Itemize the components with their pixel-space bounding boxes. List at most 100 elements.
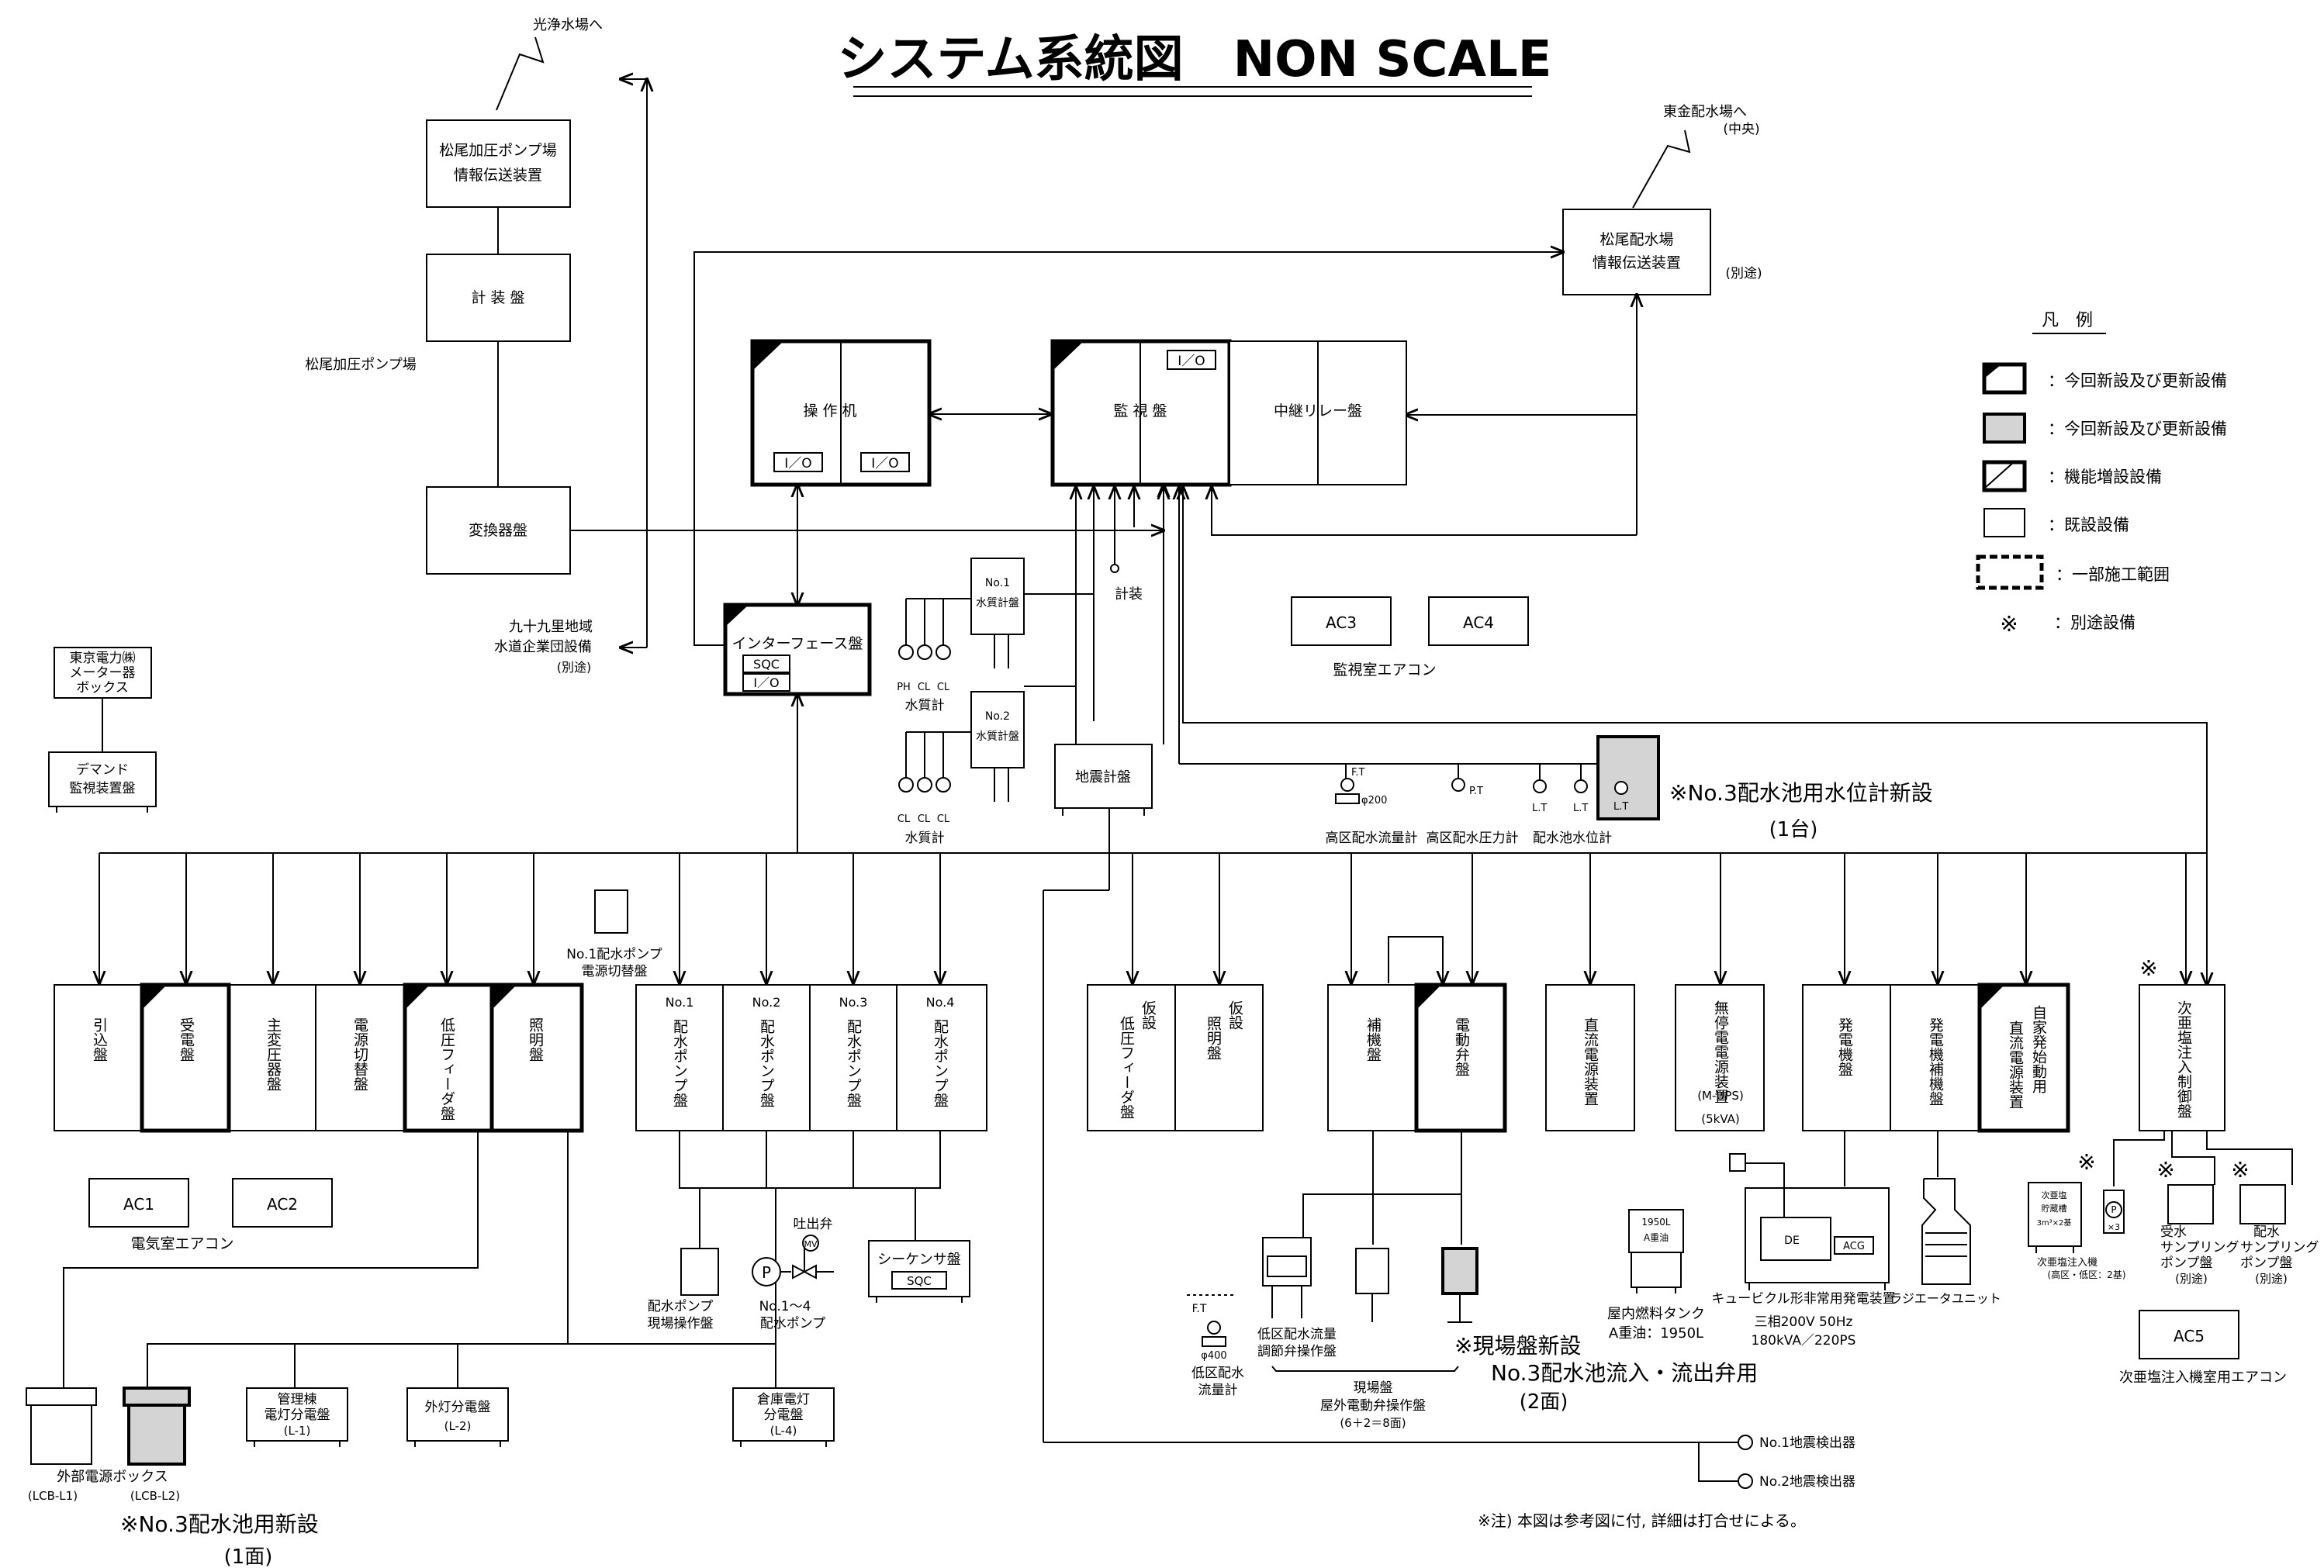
genba-1: 現場盤 [1354,1380,1393,1396]
sousaki-io-2: I／O [871,456,898,471]
kanri-box [246,1387,348,1442]
genba-new-label: ※現場盤新設 [1454,1333,1581,1359]
panel-row-pump [635,984,987,1131]
wq2-label-2: CL [918,813,931,825]
demand-2: 監視装置盤 [70,781,136,796]
tank-1: 屋内燃料タンク [1607,1306,1705,1322]
gaito-2: (L-2) [444,1419,472,1433]
bus-drops [99,853,2186,983]
ext-box-1 [26,1387,97,1406]
pump-no-3: No.3 [839,995,868,1010]
legend-label-new-grey: ：今回新設及び更新設備 [2048,420,2227,438]
acg-label: ACG [1843,1241,1865,1252]
wq1-sensors [898,599,951,660]
pump-p: P [762,1263,771,1282]
level-sensors: F.T φ200 P.T L.T L.T [1335,764,1588,814]
genba-new-label-2: No.3配水池流入・流出弁用 [1491,1360,1758,1386]
wq1-name: 水質計 [905,698,945,713]
haisuichi-level-label: 配水池水位計 [1533,831,1612,846]
henkan-label: 変換器盤 [469,522,527,539]
jishin-label: 地震計盤 [1075,769,1131,786]
gaito-1: 外灯分電盤 [425,1400,491,1415]
denki-ac-label: 電気室エアコン [130,1235,233,1252]
legend-swatch-extend [1982,460,2027,492]
lcb2-label: (LCB-L2) [130,1489,180,1503]
panel-mutei [1675,984,1765,1131]
jia-x3: ×3 [2108,1222,2120,1232]
wq1-label-cl2: CL [937,682,950,693]
wq2-sensors [898,732,951,793]
panel-chokuryu-label: 直流電源装置 [1582,1017,1599,1106]
phi400: φ400 [1201,1350,1226,1362]
kosei-label: 光浄水場へ [533,17,603,33]
juusui-4: (別途) [2175,1272,2208,1286]
no1-switch-1: No.1配水ポンプ [566,947,662,962]
panel-chokuryu [1545,984,1635,1131]
haisui-s-2: サンプリング [2240,1240,2319,1255]
sequencer-sqc: SQC [907,1274,932,1288]
tank-label-2: A重油 [1644,1232,1669,1243]
legend-heading: 凡 例 [2042,311,2093,330]
cubicle-spec-2: 180kVA／220PS [1752,1333,1856,1349]
kanshi-ac-label: 監視室エアコン [1333,661,1436,679]
panel-shomei-label: 照明盤 [527,1017,544,1062]
new-level-count: (1台) [1769,818,1818,841]
juusui-1: 受水 [2160,1224,2187,1240]
panel-shuhenatsu-label: 主変圧器盤 [265,1017,282,1091]
tank-label-1: 1950L [1641,1217,1671,1228]
legend-swatch-new-grey [1983,413,2026,444]
pump-panel-2: 配水ポンプ盤 [758,1019,775,1107]
teiku-flow-2: 流量計 [1198,1383,1238,1398]
genba-sousa-box [680,1248,719,1296]
koku-press-label: 高区配水圧力計 [1427,831,1519,846]
kari-shomei-label: 照明盤 [1205,1016,1222,1060]
interface-io: I／O [753,675,779,690]
lcb1-label: (LCB-L1) [28,1489,78,1503]
matsuo-pump-tx-box [426,119,571,208]
ext-box-2b [127,1404,186,1466]
ac1-label: AC1 [123,1195,154,1214]
phi200-label: φ200 [1361,795,1387,806]
demand-1: デマンド [76,762,129,778]
pump-name-2: 配水ポンプ [760,1316,826,1331]
soko-2: 分電盤 [764,1407,804,1423]
wq1-label-cl1: CL [918,682,931,693]
kanri-3: (L-1) [284,1424,311,1438]
ac2-box [232,1178,333,1228]
ac1-box [88,1178,189,1228]
panel-shomei [489,983,584,1133]
matsuo-haisui-tx-1: 松尾配水場 [1599,231,1673,248]
no1-switch-2: 電源切替盤 [582,964,648,979]
haisui-s-1: 配水 [2253,1224,2280,1240]
cubicle-label: キュービクル形非常用発電装置 [1711,1291,1896,1307]
de-label: DE [1784,1235,1800,1247]
jia-juusui-mark: ※ [2156,1157,2174,1183]
jia-pump-p: P [2111,1204,2116,1215]
legend-mark: ※ [2000,611,2018,637]
svg-text:引込盤: 引込盤 [91,1017,108,1062]
panel-jia-label: 次亜塩注入制御盤 [2175,1000,2192,1118]
ft-small: F.T [1192,1303,1207,1315]
kanshi-io: I／O [1178,354,1205,369]
no2-wq-2: 水質計盤 [976,730,1019,743]
pump-panel-1: 配水ポンプ盤 [671,1019,688,1107]
interface-label: インターフェース盤 [732,635,863,652]
teiku-panel-1: 低区配水流量 [1257,1327,1337,1342]
no2-wq-box [970,691,1025,768]
jishin-box [1054,744,1153,809]
genba-3: (6＋2＝8面) [1340,1416,1406,1430]
panel-dengen-kiri-label: 電源切替盤 [351,1017,368,1091]
legend-swatch-existing [1983,508,2025,537]
wq1-label-ph: PH [897,682,911,693]
panel-hikikomi: 引込盤 [91,1017,108,1062]
panel-dendoben-label: 電動弁盤 [1453,1017,1470,1076]
pump-panel-3: 配水ポンプ盤 [845,1019,862,1107]
tepco-3: ボックス [76,680,129,696]
radiator-symbol [1921,1178,1971,1285]
pump-no-1: No.1 [666,995,694,1010]
genba-2: 屋外電動弁操作盤 [1320,1398,1426,1414]
no1-wq-box [970,558,1025,635]
panel-mutei-label: 無停電電源装置 [1712,1000,1729,1103]
teiku-flow-1: 低区配水 [1191,1366,1244,1381]
legend-label-separate: ：別途設備 [2054,613,2136,632]
